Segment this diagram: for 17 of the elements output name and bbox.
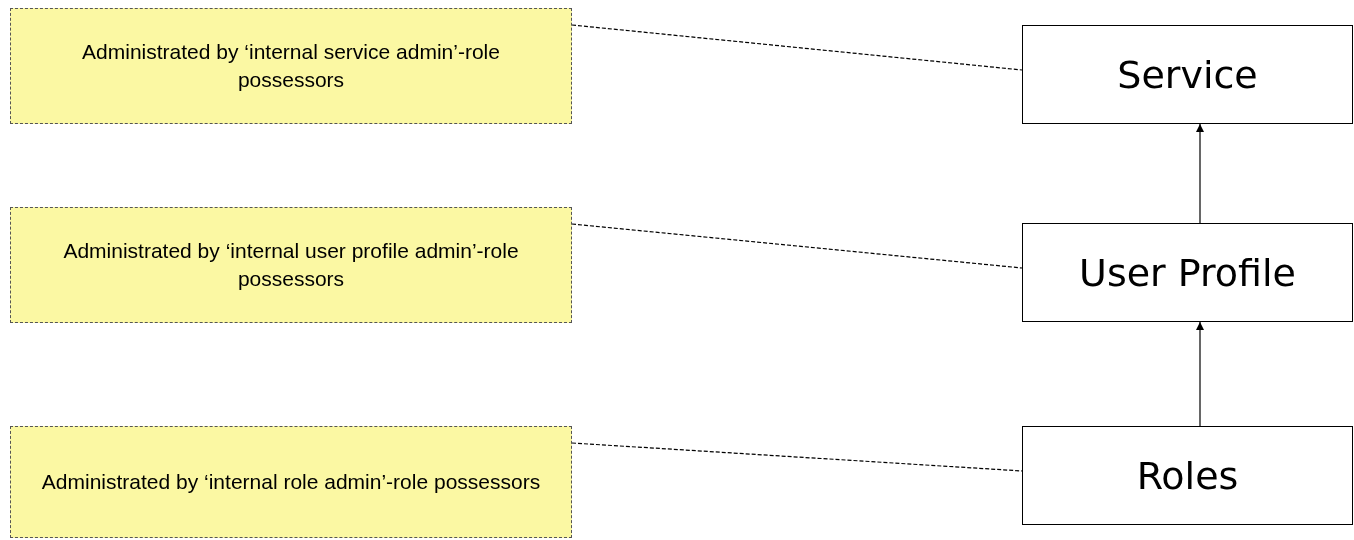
arrow <box>1196 321 1204 427</box>
class-box <box>1022 25 1353 124</box>
note-box <box>10 8 572 124</box>
node-text: User Profile <box>1079 250 1296 295</box>
arrow <box>1196 123 1204 224</box>
node-text: Administrated by ‘internal service admin’-role possessors <box>81 38 501 93</box>
node-text: Administrated by ‘internal role admin’-role possessors <box>41 468 541 495</box>
leader-line <box>571 223 1023 269</box>
note-box <box>10 207 572 323</box>
class-box <box>1022 223 1353 322</box>
class-box <box>1022 426 1353 525</box>
leader-line <box>571 442 1023 472</box>
node-text: Service <box>1117 52 1258 97</box>
node-text: Administrated by ‘internal user profile admin’-role possessors <box>62 237 520 292</box>
leader-line <box>571 24 1023 71</box>
node-text: Roles <box>1136 453 1239 498</box>
note-box <box>10 426 572 538</box>
